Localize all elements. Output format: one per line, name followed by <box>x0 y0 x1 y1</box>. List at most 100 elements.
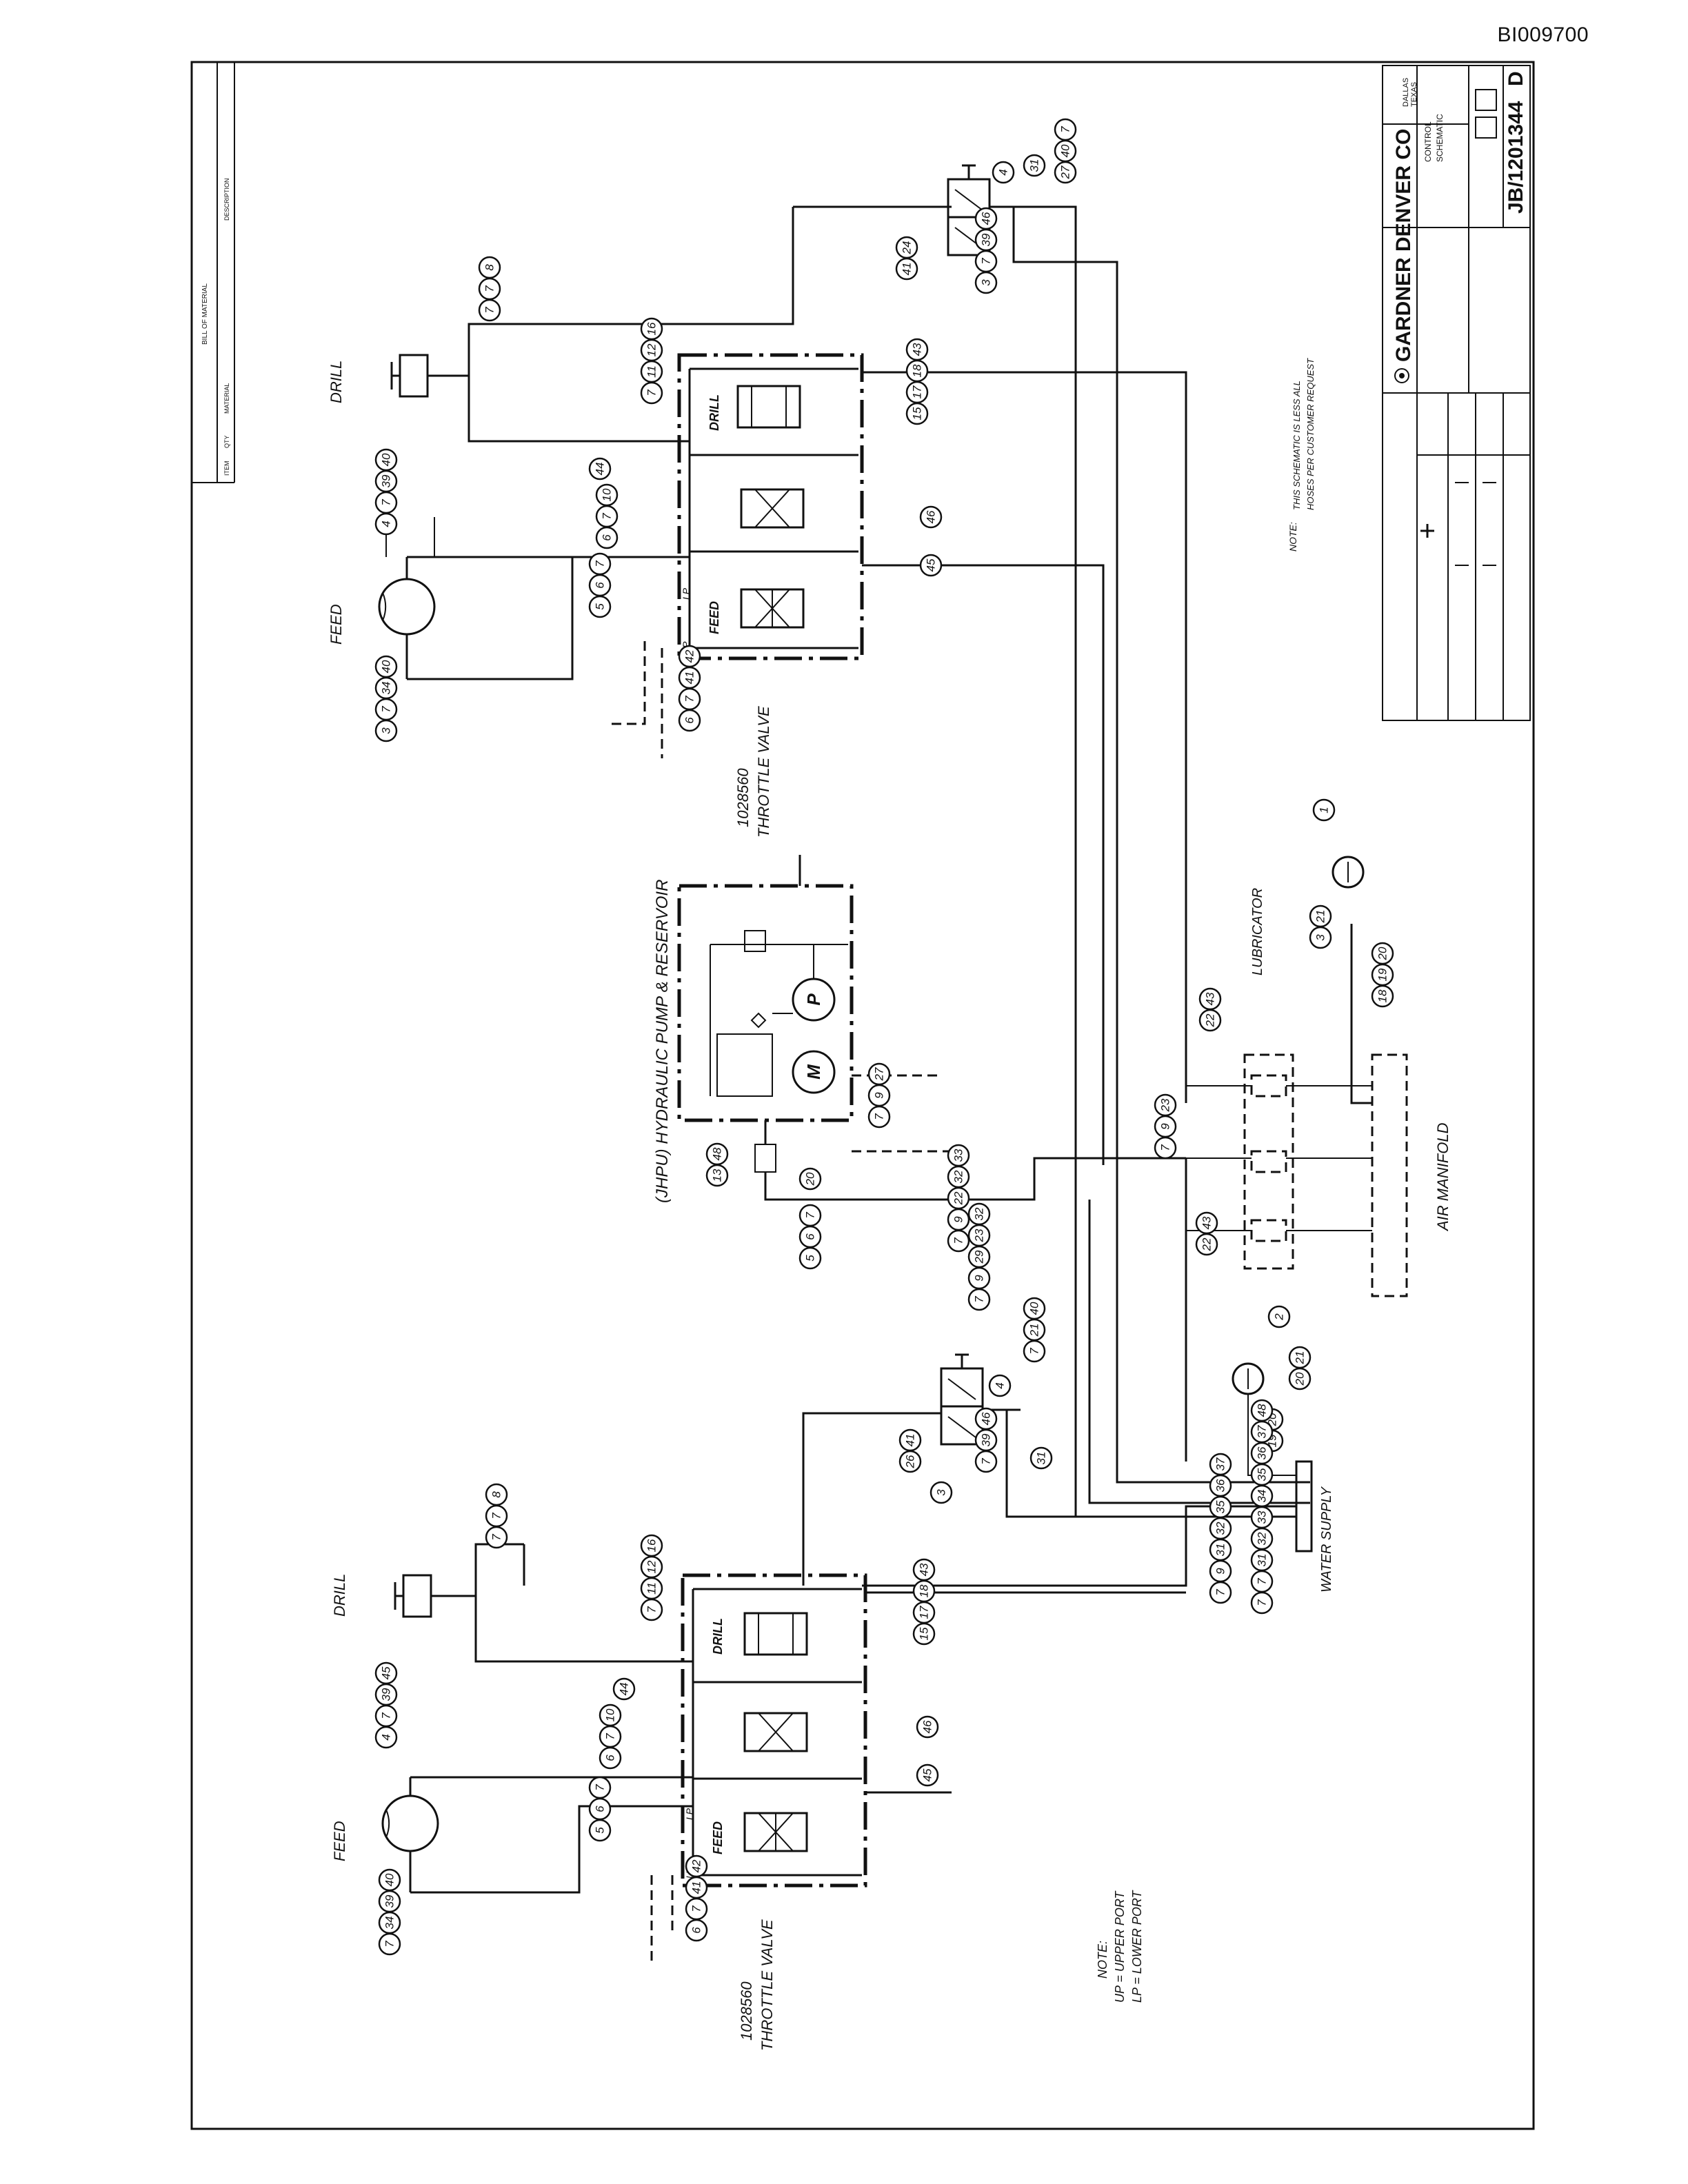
item-balloon <box>898 1428 922 1452</box>
drawing-number: JB/1201344 <box>1505 101 1527 214</box>
item-balloon-number: 7 <box>383 1941 396 1948</box>
item-balloon-number: 15 <box>918 1627 931 1640</box>
item-balloon-number: 29 <box>973 1250 986 1264</box>
balloon-group-hpu-bottom: 567 <box>798 1204 822 1270</box>
balloon-group-valve-top-45: 45 <box>919 554 943 577</box>
item-balloon <box>1198 987 1222 1011</box>
port-note: NOTE: UP = UPPER PORT LP = LOWER PORT <box>1096 1889 1144 2003</box>
item-balloon-number: 21 <box>1314 910 1327 924</box>
item-balloon-number: 7 <box>380 706 393 713</box>
motor-symbol: M <box>803 1064 824 1080</box>
item-balloons: 3734404739407785676741426710711121615171… <box>374 118 1394 1956</box>
balloon-group-valve-top-44: 44 <box>588 457 612 481</box>
hpu-label: (JHPU) HYDRAULIC PUMP & RESERVOIR <box>653 880 672 1203</box>
item-balloon-number: 1 <box>1318 807 1331 813</box>
lubricator <box>1186 1053 1372 1270</box>
balloon-group-hpu-20: 20 <box>798 1167 822 1191</box>
item-balloon-number: 46 <box>980 1412 993 1425</box>
item-balloon-number: 16 <box>645 322 659 335</box>
item-balloon <box>1029 1446 1053 1470</box>
solenoid-valve-top <box>947 164 1118 1172</box>
item-balloon-number: 31 <box>1214 1544 1227 1557</box>
item-balloon <box>595 483 619 507</box>
item-balloon-number: 31 <box>1028 159 1041 172</box>
item-balloon <box>588 457 612 481</box>
item-balloon-number: 40 <box>383 1873 396 1886</box>
item-balloon-number: 34 <box>383 1917 396 1930</box>
item-balloon <box>588 552 612 576</box>
item-balloon-number: 7 <box>601 513 614 520</box>
balloon-group-gauge-bot: 2 <box>1267 1305 1291 1328</box>
item-balloon <box>919 505 943 529</box>
balloon-group-valve-top-46: 46 <box>919 505 943 529</box>
item-balloon-number: 20 <box>1294 1372 1307 1386</box>
title-line-2: SCHEMATIC <box>1435 114 1445 162</box>
item-balloon-number: 46 <box>921 1720 934 1733</box>
item-balloon-number: 18 <box>1376 989 1389 1002</box>
item-balloon-number: 23 <box>1159 1098 1172 1112</box>
item-balloon-number: 7 <box>973 1296 986 1303</box>
item-balloon-number: 5 <box>594 1827 607 1834</box>
item-balloon <box>992 161 1015 184</box>
item-balloon-number: 18 <box>918 1584 931 1597</box>
item-balloon <box>919 554 943 577</box>
valve-bottom-number: 1028560 <box>738 1981 755 2041</box>
item-balloon-number: 4 <box>380 520 393 527</box>
item-balloon-number: 5 <box>594 603 607 610</box>
item-balloon-number: 41 <box>901 263 914 276</box>
item-balloon-number: 41 <box>904 1434 917 1447</box>
water-supply-label: WATER SUPPLY <box>1319 1486 1334 1593</box>
item-balloon <box>612 1677 636 1701</box>
item-balloon-number: 9 <box>973 1275 986 1282</box>
throttle-valve-bottom: DRILL FEED LP UP <box>681 1573 867 1888</box>
item-balloon-number: 6 <box>604 1755 617 1761</box>
item-balloon-number: 42 <box>683 649 696 663</box>
item-balloon-number: 41 <box>690 1881 703 1894</box>
item-balloon-number: 7 <box>490 1534 503 1541</box>
drawing-size: D <box>1505 71 1527 86</box>
item-balloon-number: 21 <box>1028 1324 1041 1337</box>
item-balloon-number: 10 <box>601 488 614 501</box>
item-balloon-number: 12 <box>645 343 659 356</box>
valve-top-number: 1028560 <box>734 768 752 827</box>
item-balloon <box>867 1062 891 1086</box>
item-balloon-number: 46 <box>980 212 993 225</box>
item-balloon-number: 11 <box>645 365 659 378</box>
item-balloon-number: 7 <box>952 1237 965 1244</box>
drawing-border <box>190 61 1535 2130</box>
item-balloon-number: 31 <box>1256 1554 1269 1567</box>
title-tol-2: TEXAS <box>1410 82 1418 107</box>
valve-top-drill-label: DRILL <box>707 394 721 431</box>
item-balloon <box>1209 1453 1232 1476</box>
item-balloon-number: 7 <box>804 1212 817 1219</box>
item-balloon-number: 7 <box>604 1733 617 1740</box>
balloon-group-sol-top-31: 31 <box>1023 154 1046 177</box>
item-balloon-number: 3 <box>380 727 393 734</box>
item-balloon-number: 20 <box>804 1172 817 1186</box>
note-lp: LP = LOWER PORT <box>1130 1889 1144 2003</box>
hydraulic-pump-reservoir: P M <box>677 855 952 1153</box>
item-balloon-number: 19 <box>1376 968 1389 981</box>
trunk-b <box>1088 1200 1310 1504</box>
item-balloon-number: 6 <box>594 582 607 589</box>
item-balloon-number: 7 <box>490 1513 503 1519</box>
item-balloon-number: 36 <box>1256 1446 1269 1459</box>
item-balloon <box>640 317 663 341</box>
item-balloon-number: 18 <box>911 364 924 377</box>
item-balloon-number: 16 <box>645 1539 659 1552</box>
item-balloon-number: 32 <box>952 1170 965 1183</box>
item-balloon <box>478 256 501 279</box>
item-balloon-number: 7 <box>1214 1589 1227 1596</box>
air-manifold-label: AIR MANIFOLD <box>1434 1122 1451 1232</box>
item-balloon-number: 33 <box>1256 1510 1269 1524</box>
valve-top-lp: LP <box>681 587 692 600</box>
